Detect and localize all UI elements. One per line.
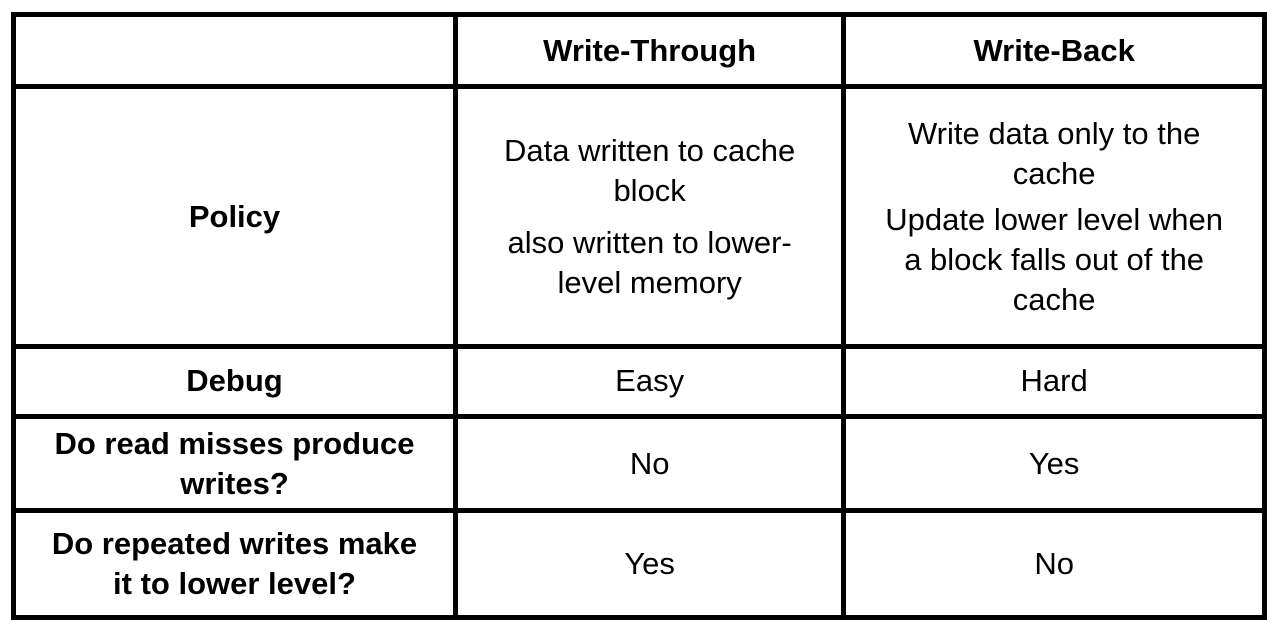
header-write-through: Write-Through [452,11,847,90]
paragraph-gap [464,211,835,223]
policy-wb-line-5: cache [1012,281,1096,317]
cell-debug-write-back: Hard [841,343,1267,420]
table-row-debug: Debug Easy Hard [11,343,1267,420]
policy-wb-line-2: cache [1012,155,1096,191]
policy-wt-line-2: block [613,172,686,208]
header-corner-cell [11,11,458,90]
policy-wb-line-4: a block falls out of the [904,241,1205,277]
row-label-policy: Policy [11,84,458,349]
row-label-repeated-writes: Do repeated writes make it to lower leve… [11,508,458,620]
table-row-read-misses: Do read misses produce writes? No Yes [11,413,1267,514]
policy-wt-line-4: level memory [557,264,742,300]
comparison-table: Write-Through Write-Back Policy Data wri… [11,11,1267,620]
row-label-read-misses: Do read misses produce writes? [11,413,458,514]
cell-read-misses-write-back: Yes [841,413,1267,514]
read-misses-label-line-2: writes? [180,465,289,501]
header-row: Write-Through Write-Back [11,11,1267,90]
cell-repeated-writes-write-through: Yes [452,508,847,620]
policy-wb-line-1: Write data only to the [907,115,1201,151]
read-misses-label-line-1: Do read misses produce [54,425,415,461]
table-row-repeated-writes: Do repeated writes make it to lower leve… [11,508,1267,620]
policy-wb-line-3: Update lower level when [885,201,1223,237]
policy-wt-line-3: also written to lower- [507,224,792,260]
row-label-debug: Debug [11,343,458,420]
policy-wt-line-1: Data written to cache [504,132,796,168]
cell-policy-write-through: Data written to cache block also written… [452,84,847,349]
cell-policy-write-back: Write data only to the cache Update lowe… [841,84,1267,349]
header-write-back: Write-Back [841,11,1267,90]
cell-read-misses-write-through: No [452,413,847,514]
repeated-writes-label-line-2: it to lower level? [113,566,356,602]
cell-debug-write-through: Easy [452,343,847,420]
cell-repeated-writes-write-back: No [841,508,1267,620]
repeated-writes-label-line-1: Do repeated writes make [51,526,418,562]
table-row-policy: Policy Data written to cache block also … [11,84,1267,349]
